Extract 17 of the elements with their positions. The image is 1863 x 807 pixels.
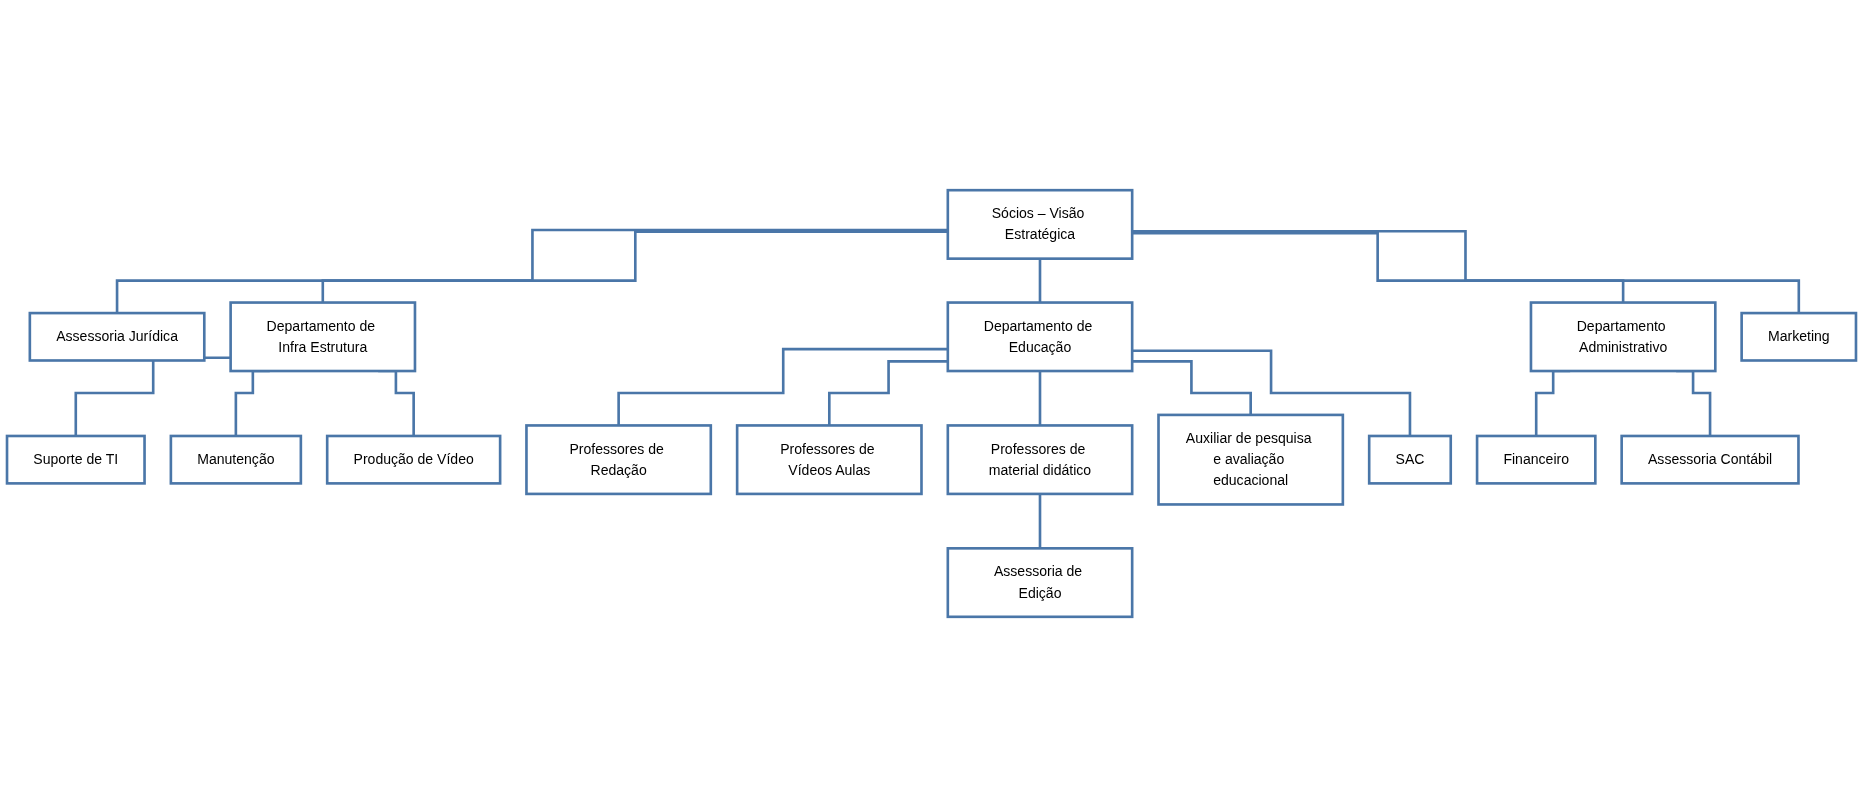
node-box: Departamento Administrativo (1529, 301, 1717, 373)
node-box: Suporte de TI (5, 434, 146, 485)
node-box: Marketing (1740, 311, 1858, 362)
node-box: Professores de Redação (525, 424, 713, 496)
node-box: Departamento de Educação (946, 301, 1134, 373)
node-box: Assessoria Jurídica (28, 311, 206, 362)
node-box: Produção de Vídeo (325, 434, 502, 485)
node-box: Sócios – Visão Estratégica (946, 188, 1134, 260)
node-box: Auxiliar de pesquisa e avaliação educacional (1157, 413, 1345, 506)
node-box: Departamento de Infra Estrutura (229, 301, 417, 373)
node-box: Manutenção (169, 434, 303, 485)
node-box: Assessoria de Edição (946, 547, 1134, 619)
node-box: Professores de Vídeos Aulas (735, 424, 923, 496)
node-box: SAC (1367, 434, 1453, 485)
node-box: Professores de material didático (946, 424, 1134, 496)
node-box: Financeiro (1475, 434, 1597, 485)
node-box: Assessoria Contábil (1620, 434, 1800, 485)
